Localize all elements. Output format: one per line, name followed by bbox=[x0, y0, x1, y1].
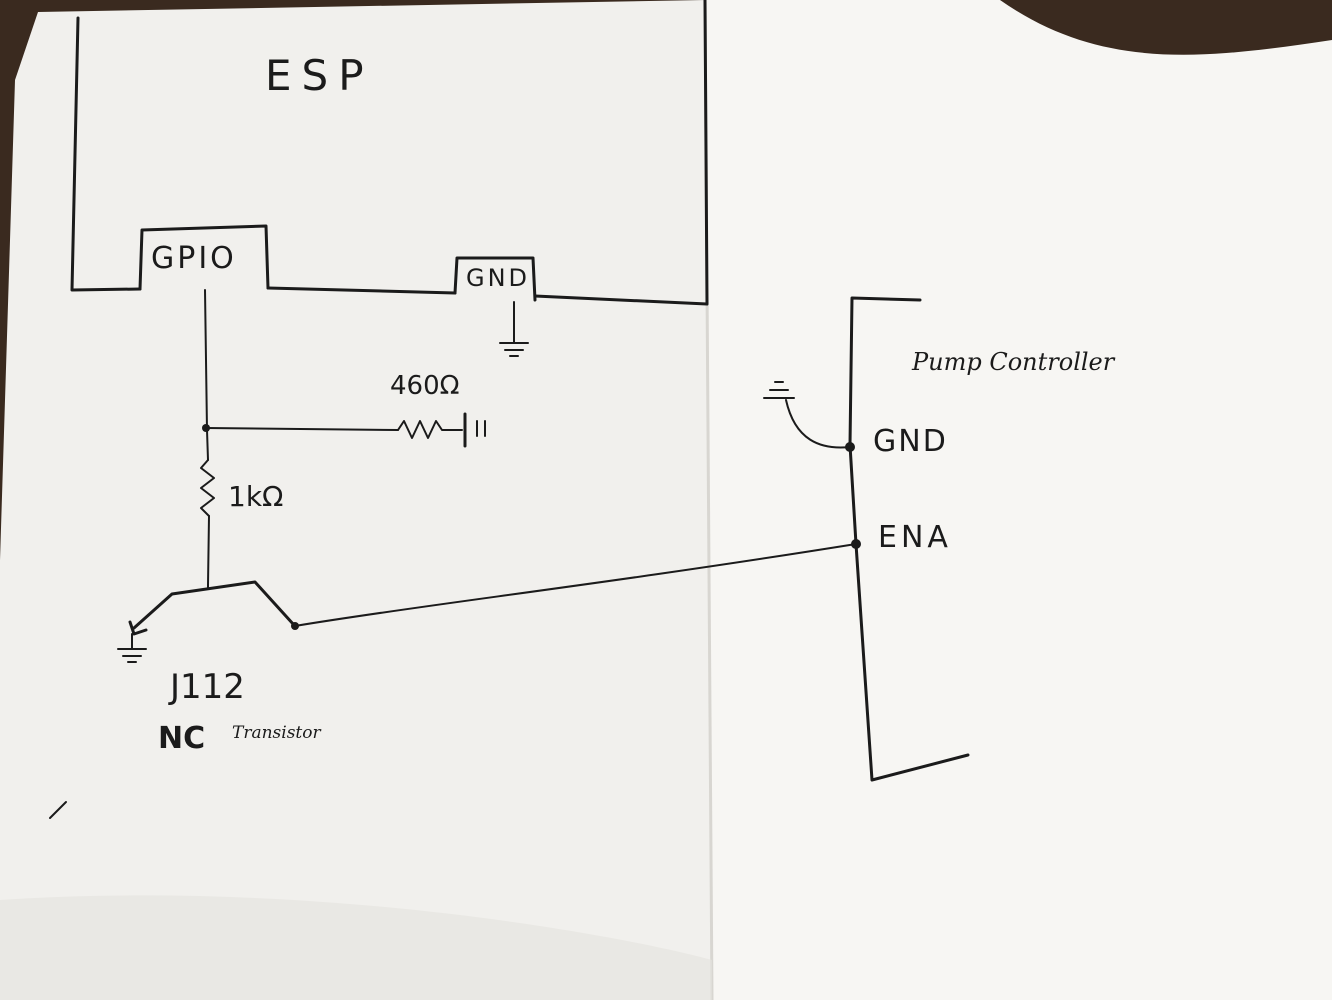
transistor-model-label: J112 bbox=[168, 667, 245, 707]
resistor-460-wire bbox=[205, 427, 399, 431]
resistor-1k-lower-wire bbox=[207, 515, 210, 586]
esp-ground bbox=[499, 301, 529, 357]
resistor-1k: 1kΩ bbox=[200, 459, 283, 586]
pump-controller-label: Pump Controller bbox=[911, 348, 1116, 376]
resistor-1k-label: 1kΩ bbox=[228, 480, 283, 513]
transistor-body bbox=[132, 580, 296, 630]
pump-gnd-terminal: GND bbox=[763, 381, 948, 459]
paper-top-right-edge bbox=[1000, 0, 1332, 55]
esp-gnd-label: GND bbox=[466, 264, 530, 292]
stray-pen-mark bbox=[49, 801, 67, 819]
j112-transistor: J112 NC Transistor bbox=[117, 580, 322, 756]
resistor-1k-zigzag bbox=[200, 459, 215, 517]
esp-box-outline bbox=[70, 0, 709, 306]
resistor-460-zigzag bbox=[397, 420, 463, 439]
esp-gnd-pin: GND bbox=[453, 256, 537, 302]
paper-shadow bbox=[0, 895, 712, 1000]
esp-module: ESP GPIO GND bbox=[70, 0, 709, 306]
pump-ena-dot bbox=[851, 539, 861, 549]
transistor-nc-label: NC bbox=[158, 721, 205, 756]
esp-gnd-box-outline bbox=[453, 256, 537, 302]
transistor-ground-icon bbox=[117, 633, 147, 663]
capacitor-icon bbox=[463, 412, 486, 448]
transistor-arrow bbox=[128, 620, 148, 636]
pump-ground-icon bbox=[763, 381, 795, 399]
gpio-label: GPIO bbox=[151, 241, 237, 276]
resistor-460-branch: 460Ω bbox=[205, 371, 486, 448]
pump-ena-terminal: ENA bbox=[851, 520, 952, 555]
pump-controller-outline bbox=[848, 296, 970, 782]
transistor-word-label: Transistor bbox=[232, 723, 322, 743]
paper-right-half bbox=[705, 0, 1332, 1000]
esp-ground-icon bbox=[499, 342, 529, 357]
gpio-pin: GPIO bbox=[138, 224, 270, 291]
paper-left-half bbox=[0, 0, 712, 1000]
gpio-box-outline bbox=[138, 224, 270, 291]
pump-gnd-wire bbox=[785, 399, 851, 449]
pump-ena-label: ENA bbox=[878, 520, 952, 555]
esp-label: ESP bbox=[265, 51, 374, 100]
ena-signal-wire bbox=[294, 543, 857, 627]
pump-gnd-label: GND bbox=[873, 424, 948, 459]
pump-controller: Pump Controller GND ENA bbox=[763, 296, 1116, 782]
resistor-460-label: 460Ω bbox=[390, 371, 460, 401]
